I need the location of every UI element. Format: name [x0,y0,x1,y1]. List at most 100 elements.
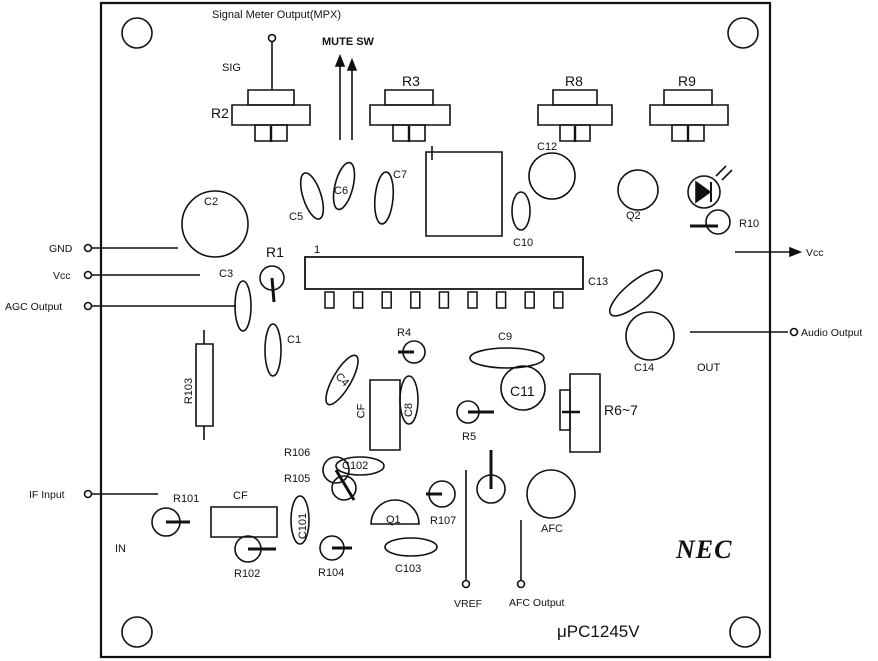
resistor-r106 [332,476,356,500]
mounting-hole-bottom-right [730,617,760,647]
vcc-terminal-left [85,272,92,279]
ic-pin [382,292,391,308]
vref-terminal [463,581,470,588]
label-q2: Q2 [626,210,641,222]
label-c5: C5 [289,211,304,223]
if-input-terminal [85,491,92,498]
label-r101: R101 [173,493,200,505]
label-c101: C101 [297,512,310,540]
capacitor-c1 [265,324,281,376]
resistor-r104 [320,536,352,560]
agc-output-label: AGC Output [5,301,63,313]
label-r10: R10 [739,218,760,230]
label-r3: R3 [402,73,420,89]
ceramic-filter-cf-input [211,507,277,537]
label-r102: R102 [234,568,261,580]
ic-upc1245v [305,257,583,289]
afc-output-label: AFC Output [509,597,565,609]
capacitor-c9 [470,348,544,368]
label-c9: C9 [498,331,513,343]
label-r9: R9 [678,73,696,89]
label-c12: C12 [537,141,558,153]
label-c103: C103 [395,563,422,575]
transistor-q2 [618,170,658,210]
label-c7: C7 [393,169,408,181]
resistor-r105 [323,457,354,500]
ic-pin [439,292,448,308]
afc-label: AFC [541,523,563,535]
trimmer-r2 [232,90,310,142]
gnd-terminal [85,245,92,252]
capacitor-c6 [329,161,358,212]
coil-box [426,152,502,236]
resistor-r1 [260,266,284,302]
label-r103: R103 [183,377,196,405]
capacitor-c7 [373,171,395,224]
resistor-r4 [398,341,425,363]
sig-label: SIG [222,62,241,74]
resistor-r101 [152,508,190,536]
capacitor-c11 [501,366,545,410]
label-r6-7: R6~7 [604,402,638,418]
label-r105: R105 [284,473,311,485]
capacitor-c12 [529,153,575,199]
mute-sw-label: MUTE SW [322,36,374,48]
trimmer-r8 [538,90,612,142]
label-c102: C102 [342,460,369,472]
gnd-label: GND [49,243,73,255]
resistor-r10 [690,210,730,234]
ic-pin [468,292,477,308]
trimmer-r6-7 [560,374,600,452]
ic-pin1-label: 1 [314,244,321,256]
trimmer-r9 [650,90,728,142]
afc-output-terminal [518,581,525,588]
cf-input-label: CF [233,490,248,502]
label-c8: C8 [403,402,416,418]
label-r8: R8 [565,73,583,89]
mounting-hole-top-left [122,18,152,48]
capacitor-c2 [182,191,248,257]
ic-pin [325,292,334,308]
ic-pin [525,292,534,308]
mute-arrow-icon-2 [348,60,356,70]
signal-meter-terminal [269,35,276,42]
resistor-r103 [196,330,213,440]
resistor-r5 [457,401,494,423]
led-icon [688,166,732,208]
ceramic-filter-cf [370,380,400,450]
chip-name: μPC1245V [557,622,640,641]
nec-logo: NEC [676,535,733,564]
label-c3: C3 [219,268,234,280]
resistor-r107 [426,481,455,507]
label-r1: R1 [266,244,284,260]
ic-pins [325,292,563,308]
label-q1: Q1 [386,514,401,526]
board-outline [101,3,770,657]
label-c6: C6 [334,185,349,197]
capacitor-c101 [291,496,309,544]
audio-output-label: Audio Output [801,327,863,339]
label-r2: R2 [211,105,229,121]
ic-pin [554,292,563,308]
ic-pin [497,292,506,308]
capacitor-c3 [235,281,251,331]
signal-meter-output-label: Signal Meter Output(MPX) [212,9,341,21]
label-c10: C10 [513,237,534,249]
vcc-arrow-icon [790,248,800,256]
mute-arrow-icon [336,56,344,66]
label-c11: C11 [510,383,535,399]
ic-pin [354,292,363,308]
capacitor-c102 [336,457,384,475]
label-c14: C14 [634,362,655,374]
trimmer-r3 [370,90,450,142]
label-r4: R4 [397,327,412,339]
capacitor-c10 [512,192,530,230]
out-label: OUT [697,362,721,374]
capacitor-c14 [626,312,674,360]
label-c1: C1 [287,334,302,346]
vcc-label-left: Vcc [53,270,71,282]
capacitor-c4 [320,351,364,408]
resistor-r102 [235,536,276,562]
